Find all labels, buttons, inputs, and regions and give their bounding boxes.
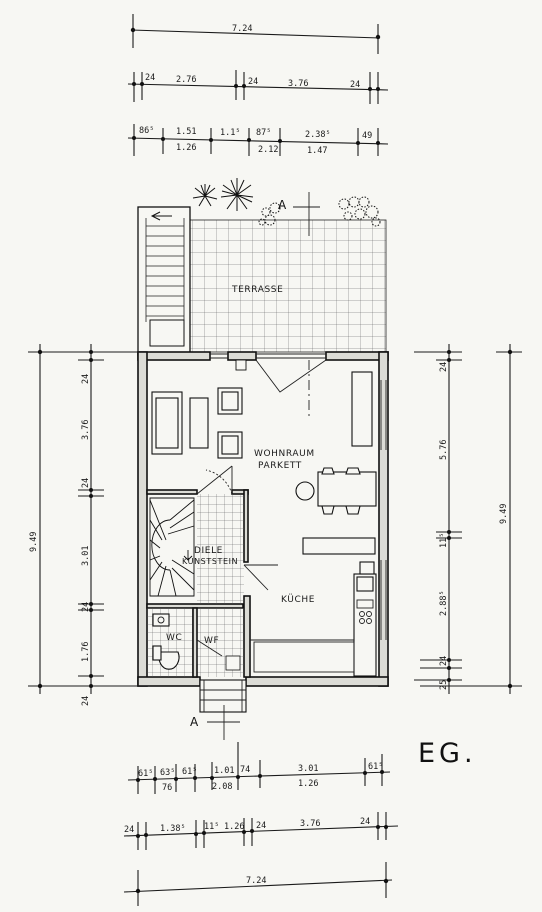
dim-bot-r1-l3: 1.26: [298, 779, 318, 789]
room-label-parkett: PARKETT: [258, 461, 302, 471]
dim-bot-r2-4: 1.26: [224, 822, 244, 832]
left-dimension-chains: 9.49 24 3.76 24 3.01 24 1.76 24: [28, 344, 150, 706]
dim-top-r3-1: 86⁵: [139, 126, 154, 136]
dim-top-r3-l2: 2.12: [258, 145, 278, 155]
wall-unit: [351, 371, 373, 447]
dim-left-seg-5: 24: [81, 602, 91, 612]
entrance-steps: [199, 679, 247, 713]
dim-bot-r1-l1: 76: [162, 783, 172, 793]
kitchen: KÜCHE: [250, 561, 377, 677]
room-label-terrasse: TERRASSE: [231, 285, 283, 295]
section-mark-top: A: [278, 192, 320, 420]
shrub-icons: [192, 178, 381, 227]
room-label-wc: WC: [166, 633, 182, 643]
top-dimension-chains: 7.24 24 2.76 24 3.76 24 86⁵ 1.51 1.1⁵ 87…: [127, 14, 389, 156]
dim-bot-r2-2: 1.38⁵: [160, 824, 186, 834]
dim-bot-r1-1: 61⁵: [138, 769, 153, 779]
dim-top-r3-6: 49: [362, 131, 372, 141]
spiral-staircase: [149, 497, 195, 597]
dim-left-seg-1: 24: [81, 374, 91, 384]
dim-top-r2-4: 3.76: [288, 79, 308, 89]
dining-table: [317, 471, 377, 507]
chair: [295, 481, 315, 501]
dim-bot-r2-6: 3.76: [300, 819, 320, 829]
dim-top-r3-l3: 1.47: [307, 146, 327, 156]
room-label-wf: WF: [204, 636, 219, 646]
dim-left-seg-4: 3.01: [81, 546, 91, 566]
room-label-wohnraum: WOHNRAUM: [254, 449, 315, 459]
dim-bot-r2-3: 11⁵: [204, 822, 219, 832]
bottom-dimension-chains: 61⁵ 63⁵ 61⁵ 1.01 74 3.01 61⁵ 76 2.08 1.2…: [123, 742, 399, 906]
dim-bot-r1-4: 1.01: [214, 766, 234, 776]
dim-top-r2-1: 24: [145, 73, 155, 83]
dim-bot-r2-5: 24: [256, 821, 266, 831]
dim-top-r2-3: 24: [248, 77, 258, 87]
room-label-kueche: KÜCHE: [281, 594, 315, 605]
dim-bot-r1-7: 61⁵: [368, 762, 383, 772]
dim-right-overall: 9.49: [499, 504, 509, 524]
coffee-table: [189, 397, 209, 449]
dim-top-r3-5: 2.38⁵: [305, 130, 331, 140]
dim-right-seg-6: 25: [439, 680, 449, 690]
floor-title: EG.: [418, 738, 477, 769]
wc-area: WC WF: [152, 607, 241, 678]
room-label-diele: DIELE: [194, 546, 223, 556]
dim-top-r3-3: 1.1⁵: [220, 128, 240, 138]
dim-bot-r1-2: 63⁵: [160, 768, 175, 778]
dim-top-overall: 7.24: [232, 24, 252, 34]
washbasin: [152, 613, 170, 627]
dim-right-seg-3: 11⁵: [439, 533, 449, 548]
dim-bot-overall: 7.24: [246, 876, 266, 886]
dim-right-seg-5: 24: [439, 656, 449, 666]
dim-top-r2-5: 24: [350, 80, 360, 90]
section-label-bottom: A: [190, 715, 199, 729]
living-room-furniture: WOHNRAUM PARKETT: [151, 371, 377, 555]
plant-icon: [192, 184, 218, 207]
terrace: TERRASSE: [137, 206, 387, 356]
dim-top-r3-2: 1.51: [176, 127, 196, 137]
dim-right-seg-1: 24: [439, 362, 449, 372]
dim-bot-r1-l2: 2.08: [212, 782, 232, 792]
dim-left-seg-6: 1.76: [81, 642, 91, 662]
dim-bot-r1-5: 74: [240, 765, 250, 775]
toilet: [158, 651, 180, 670]
dim-top-r3-4: 87⁵: [256, 128, 271, 138]
dim-bot-r1-3: 61⁵: [182, 767, 197, 777]
side-windows: [380, 380, 387, 640]
section-mark-bottom: A: [190, 705, 240, 740]
dim-bot-r2-1: 24: [124, 825, 134, 835]
dim-right-seg-2: 5.76: [439, 440, 449, 460]
dim-left-seg-7: 24: [81, 696, 91, 706]
dim-bot-r1-6: 3.01: [298, 764, 318, 774]
section-label-top: A: [278, 198, 287, 212]
dim-right-seg-4: 2.88⁵: [439, 590, 449, 616]
sideboard: [302, 537, 376, 555]
dim-top-r3-l1: 1.26: [176, 143, 196, 153]
dim-left-seg-2: 3.76: [81, 420, 91, 440]
room-label-kunststein: KUNSTSTEIN: [182, 557, 238, 566]
terrace-openings: [210, 353, 327, 393]
right-dimension-chains: 24 5.76 11⁵ 2.88⁵ 24 25 9.49: [414, 344, 522, 694]
dim-bot-r2-7: 24: [360, 817, 370, 827]
dim-left-overall: 9.49: [29, 532, 39, 552]
dim-top-r2-2: 2.76: [176, 75, 196, 85]
plant-icon: [220, 178, 254, 211]
dim-left-seg-3: 24: [81, 478, 91, 488]
